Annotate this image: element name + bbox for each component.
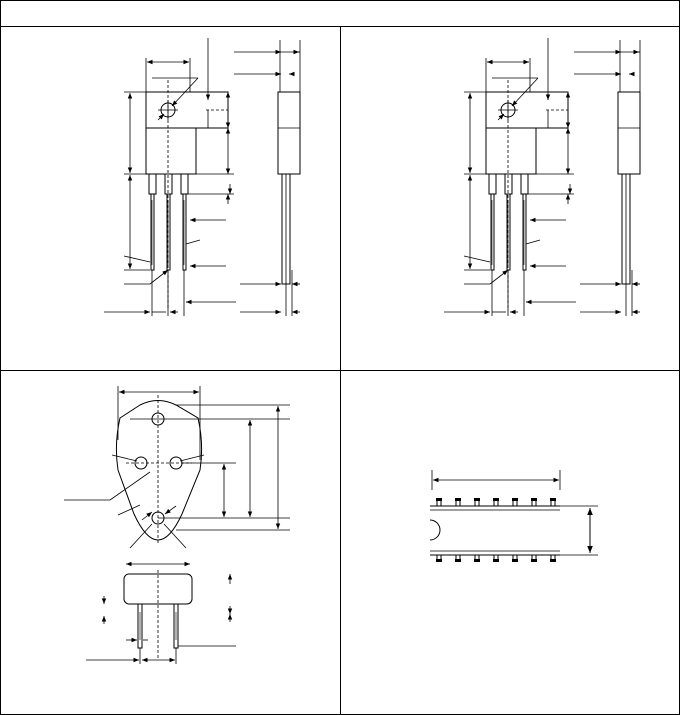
panel-bottom-right — [341, 371, 679, 714]
panel-bottom-left — [1, 371, 340, 714]
to3-drawing — [64, 386, 290, 664]
to220-drawing-left — [104, 38, 300, 316]
to220-drawing-right — [444, 38, 640, 316]
dip-drawing — [429, 470, 598, 562]
